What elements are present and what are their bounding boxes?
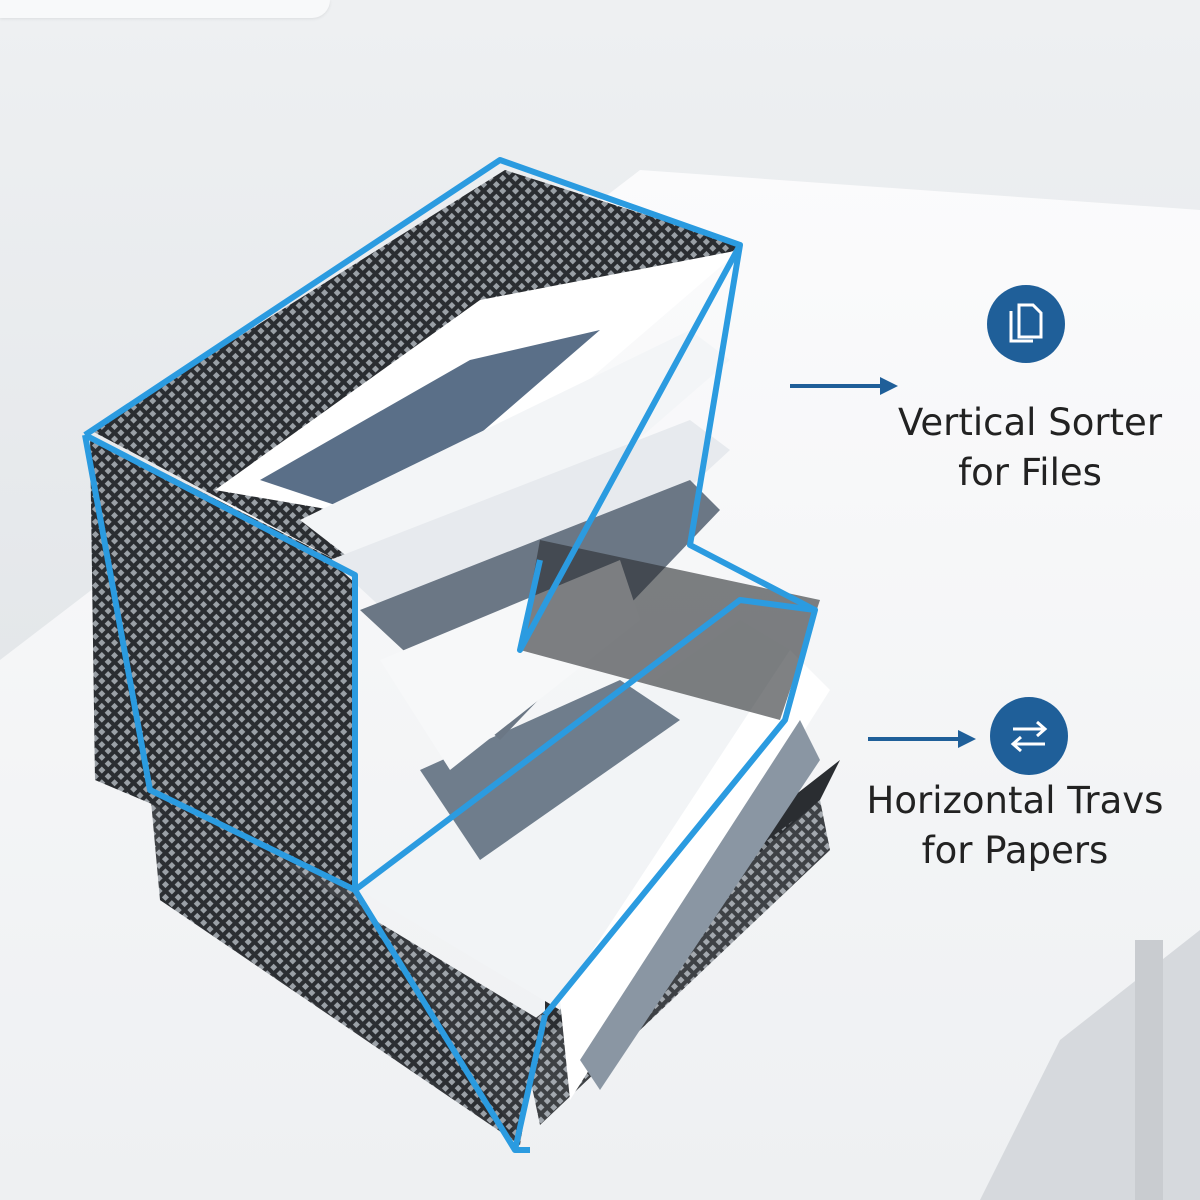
- callout-line2: for Files: [958, 451, 1102, 494]
- documents-icon: [987, 285, 1065, 363]
- callout-arrow-vertical: [790, 377, 898, 395]
- horizontal-arrows-icon: [990, 697, 1068, 775]
- callout-label-horizontal: Horizontal Travs for Papers: [858, 776, 1172, 876]
- callout-arrow-horizontal: [868, 730, 976, 748]
- callout-line1: Horizontal Travs: [866, 779, 1164, 822]
- callout-label-vertical: Vertical Sorter for Files: [880, 398, 1180, 498]
- callout-line2: for Papers: [921, 829, 1109, 872]
- wall-corner: [0, 0, 330, 18]
- callout-line1: Vertical Sorter: [897, 401, 1163, 444]
